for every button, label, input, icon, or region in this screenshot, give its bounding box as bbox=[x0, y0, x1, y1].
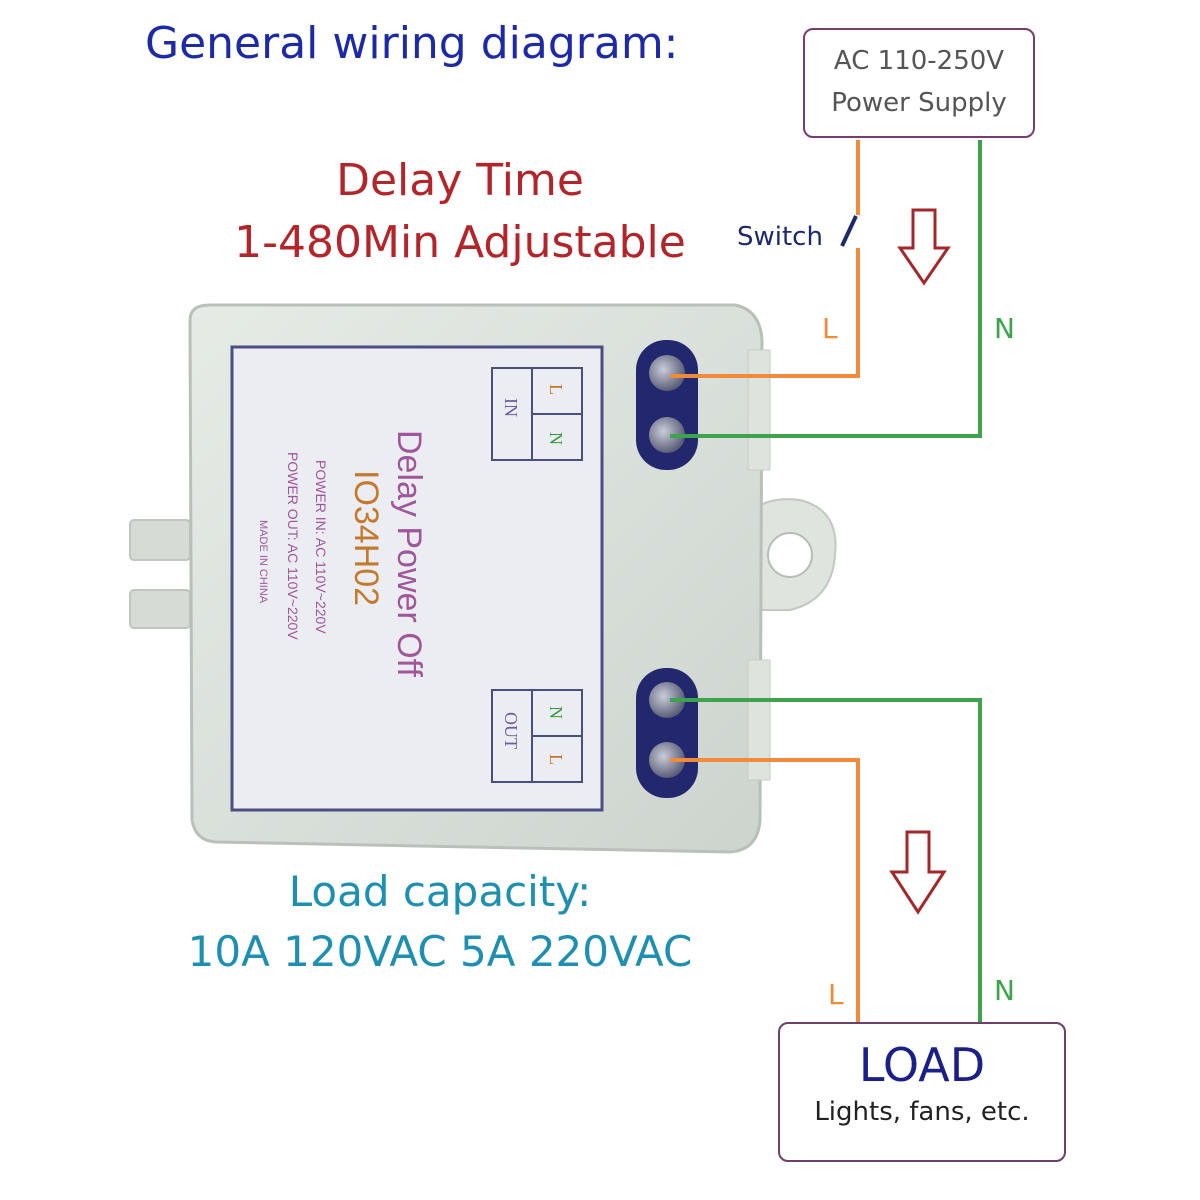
device-name-text: Delay Power Off bbox=[390, 430, 428, 677]
input-screw-l bbox=[649, 355, 685, 391]
neutral-wire-in bbox=[670, 140, 982, 438]
live-wire-in bbox=[670, 248, 860, 378]
wire-label-in-n: N bbox=[994, 312, 1015, 345]
in-label: IN bbox=[501, 398, 521, 417]
wire-label-out-l: L bbox=[828, 978, 844, 1011]
output-screw-l bbox=[649, 742, 685, 778]
live-wire-out bbox=[670, 758, 860, 1022]
output-screw-n bbox=[649, 682, 685, 718]
diagram-title: General wiring diagram: bbox=[145, 18, 679, 69]
load-capacity-line1: Load capacity: bbox=[288, 867, 592, 916]
load-capacity-line2: 10A 120VAC 5A 220VAC bbox=[187, 927, 693, 976]
load-title: LOAD bbox=[858, 1038, 986, 1092]
in-term-l: L bbox=[546, 384, 566, 395]
arrow-down-icon bbox=[897, 208, 951, 286]
timer-device bbox=[188, 303, 771, 854]
power-supply-box: AC 110-250V Power Supply bbox=[803, 28, 1035, 138]
out-term-l: L bbox=[546, 754, 566, 765]
delay-time-line2: 1-480Min Adjustable bbox=[234, 217, 686, 268]
out-label: OUT bbox=[501, 712, 521, 749]
flow-arrows bbox=[889, 208, 951, 915]
wire-label-in-l: L bbox=[822, 312, 838, 345]
wires bbox=[670, 140, 982, 1022]
arrow-down-icon-2 bbox=[889, 830, 947, 915]
wire-label-out-n: N bbox=[994, 974, 1015, 1007]
load-capacity-caption: Load capacity: 10A 120VAC 5A 220VAC bbox=[160, 862, 720, 982]
in-term-n: N bbox=[546, 432, 566, 445]
mounting-ear bbox=[744, 498, 837, 611]
out-term-n: N bbox=[546, 706, 566, 719]
load-subtitle: Lights, fans, etc. bbox=[814, 1097, 1030, 1127]
device-origin: MADE IN CHINA bbox=[257, 520, 269, 604]
delay-time-line1: Delay Time bbox=[336, 155, 584, 206]
power-supply-label: Power Supply bbox=[831, 88, 1007, 118]
device-power-out: POWER OUT: AC 110V~220V bbox=[285, 452, 301, 640]
switch-icon bbox=[840, 215, 858, 247]
input-screw-n bbox=[649, 417, 685, 453]
neutral-wire-out bbox=[670, 698, 982, 1022]
switch-label: Switch bbox=[737, 222, 823, 252]
device-model: IO34H02 bbox=[347, 470, 385, 606]
device-power-in: POWER IN: AC 110V~220V bbox=[313, 460, 329, 634]
power-supply-voltage: AC 110-250V bbox=[833, 46, 1005, 76]
delay-time-caption: Delay Time 1-480Min Adjustable bbox=[200, 150, 720, 274]
load-box: LOAD Lights, fans, etc. bbox=[778, 1022, 1066, 1162]
device-pins bbox=[129, 519, 191, 629]
